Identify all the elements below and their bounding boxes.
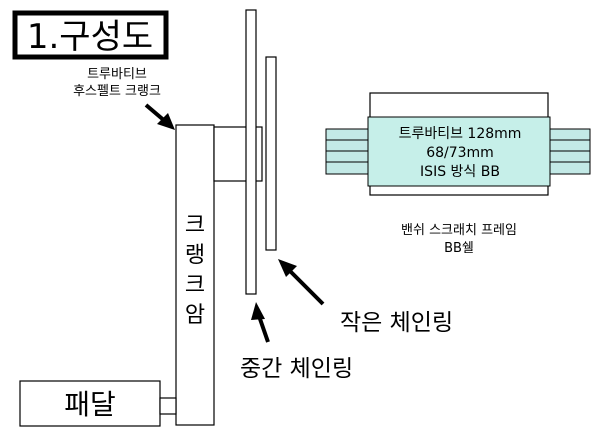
- middle-chainring-arrow-shaft: [257, 315, 270, 343]
- bb-spindle-left: [325, 128, 369, 175]
- crank-arm-char-3: 크: [185, 273, 205, 298]
- crank-label-line-1: 트루바티브: [87, 67, 147, 82]
- crank-arrow-head: [157, 113, 175, 130]
- title-box: [12, 10, 169, 60]
- middle-chainring-arrow-head: [251, 302, 265, 320]
- page-title: 1.구성도: [27, 17, 153, 57]
- small-chainring-label: 작은 체인링: [340, 310, 453, 336]
- middle-chainring: [245, 9, 257, 295]
- crank-arm-char-4: 암: [185, 303, 205, 328]
- bb-shell-label-line-1: 밴쉬 스크래치 프레임: [401, 223, 517, 238]
- bb-spindle-right: [549, 128, 591, 175]
- small-chainring-arrow-head: [278, 259, 297, 277]
- small-chainring: [265, 56, 277, 251]
- bb-cartridge: [367, 116, 551, 187]
- bb-text-line-3: ISIS 방식 BB: [420, 164, 500, 180]
- bb-text-line-1: 트루바티브 128mm: [399, 126, 522, 142]
- crank-arm-char-2: 랭: [185, 243, 205, 268]
- bb-text-line-2: 68/73mm: [426, 145, 494, 161]
- crank-label-line-2: 후스펠트 크랭크: [73, 84, 161, 99]
- bb-shell-label-line-2: BB쉘: [444, 241, 474, 256]
- pedal-axle: [159, 397, 177, 415]
- crank-arm: [175, 124, 215, 426]
- pedal-label: 패달: [64, 388, 116, 421]
- crank-arm-char-1: 크: [185, 213, 205, 238]
- middle-chainring-label: 중간 체인링: [240, 356, 353, 382]
- small-chainring-arrow-shaft: [287, 268, 325, 306]
